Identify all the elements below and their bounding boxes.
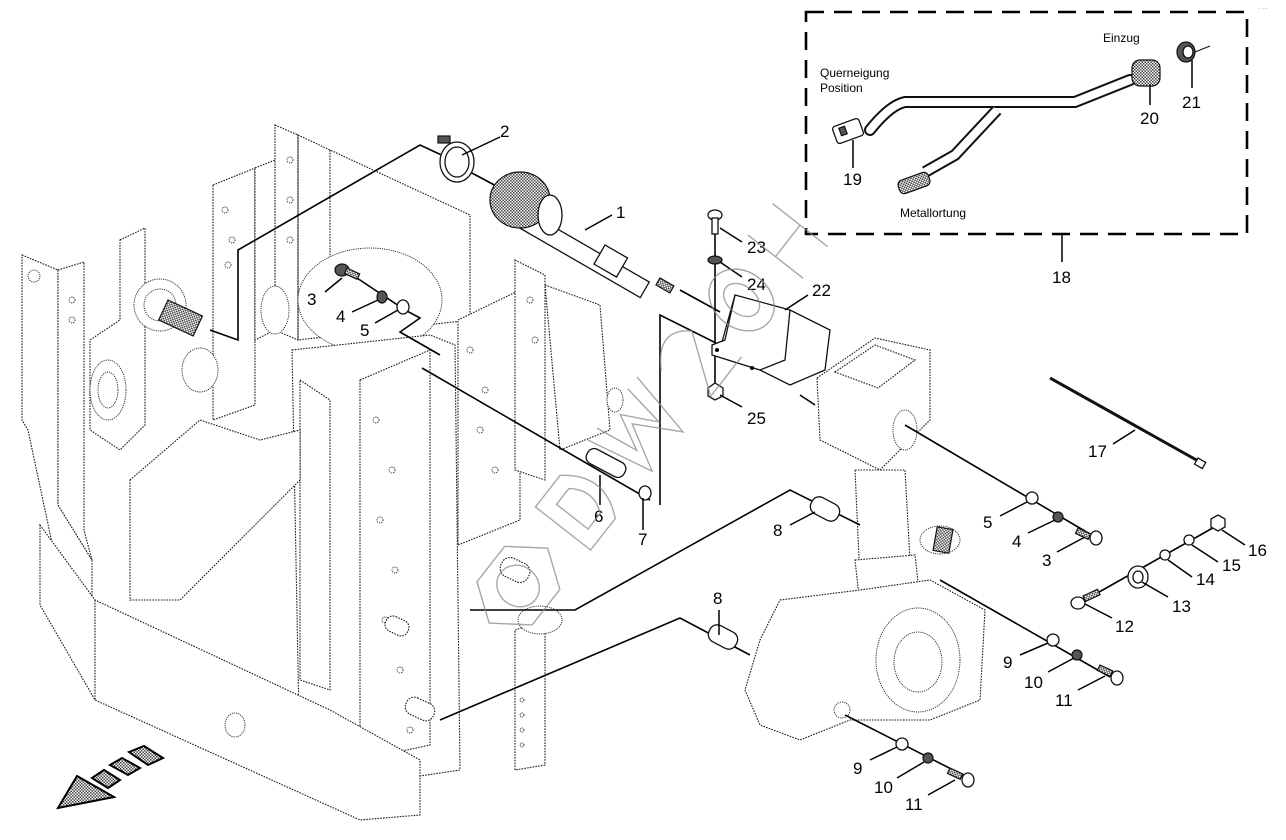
- part-washer-4-left: [376, 290, 388, 304]
- callout-numbers: 2 1 3 4 5 23 24 22 25 6 7 8 8 5 4 3 9 10…: [307, 93, 1267, 814]
- part-spacer-8-upper: [809, 496, 841, 522]
- callout-12: 12: [1115, 617, 1134, 636]
- callout-10-lower: 10: [874, 778, 893, 797]
- label-position: Position: [820, 81, 863, 95]
- callout-9-upper: 9: [1003, 653, 1012, 672]
- part-cable-tie-17: [1049, 376, 1207, 470]
- callout-2: 2: [500, 122, 509, 141]
- frame-pin: [384, 557, 531, 722]
- callout-21: 21: [1182, 93, 1201, 112]
- connector-19: [831, 117, 865, 145]
- callout-25: 25: [747, 409, 766, 428]
- callout-20: 20: [1140, 109, 1159, 128]
- callout-3: 3: [307, 290, 316, 309]
- callout-22: 22: [812, 281, 831, 300]
- inset-dashed-box: [804, 10, 1249, 236]
- inset-cable-harness: Querneigung Position Einzug Metallortung: [804, 10, 1249, 236]
- label-einzug: Einzug: [1103, 31, 1140, 45]
- connector-20: [1131, 59, 1161, 87]
- direction-arrow-icon: [55, 744, 166, 810]
- part-washer-9-upper: [1046, 633, 1060, 647]
- callout-3-right: 3: [1042, 551, 1051, 570]
- callout-17: 17: [1088, 442, 1107, 461]
- part-washer-14: [1159, 549, 1171, 561]
- part-washer-7: [638, 485, 652, 501]
- callout-15: 15: [1222, 556, 1241, 575]
- part-washer-9-lower: [895, 737, 909, 751]
- callout-18: 18: [1052, 268, 1071, 287]
- part-bolt-11-upper: [1096, 664, 1124, 686]
- callout-16: 16: [1248, 541, 1267, 560]
- part-washer-4-right: [1052, 511, 1064, 523]
- callout-23: 23: [747, 238, 766, 257]
- part-washer-10-upper: [1071, 649, 1083, 661]
- callout-24: 24: [747, 275, 766, 294]
- part-bolt-3-right: [1074, 527, 1103, 546]
- part-bushing-6: [585, 447, 627, 479]
- part-clip-13: [1127, 565, 1149, 589]
- callout-5-right: 5: [983, 513, 992, 532]
- corner-mark: ·· ···: [1258, 6, 1268, 12]
- gearbox-assembly: [744, 337, 986, 741]
- callout-5: 5: [360, 321, 369, 340]
- callout-4-right: 4: [1012, 532, 1021, 551]
- callout-13: 13: [1172, 597, 1191, 616]
- part-washer-24: [707, 255, 723, 265]
- callout-4: 4: [336, 307, 345, 326]
- plug-21: [1176, 41, 1211, 63]
- callout-8-lower: 8: [713, 589, 722, 608]
- part-bolt-3-left: [334, 263, 361, 281]
- part-bolt-23: [707, 209, 723, 235]
- callout-9-lower: 9: [853, 759, 862, 778]
- part-shaft-with-bellows: [489, 171, 675, 299]
- part-nut-16: [1210, 514, 1226, 532]
- watermark: [476, 203, 829, 626]
- part-washer-5-right: [1025, 491, 1039, 505]
- part-nut-25: [707, 382, 724, 401]
- part-screw-12: [1070, 588, 1101, 610]
- main-frame: [21, 124, 624, 821]
- sensor-metallortung: [897, 171, 931, 195]
- callout-14: 14: [1196, 570, 1215, 589]
- label-querneigung: Querneigung: [820, 66, 889, 80]
- part-washer-5-left: [396, 299, 410, 315]
- callout-7: 7: [638, 530, 647, 549]
- label-metallortung: Metallortung: [900, 206, 966, 220]
- callout-1: 1: [616, 203, 625, 222]
- callout-6: 6: [594, 507, 603, 526]
- callout-11-lower: 11: [905, 795, 923, 814]
- callout-10-upper: 10: [1024, 673, 1043, 692]
- callout-19: 19: [843, 170, 862, 189]
- callout-leaders: [324, 60, 1246, 796]
- part-washer-10-lower: [922, 752, 934, 764]
- part-guard: [711, 294, 831, 386]
- part-washer-15: [1183, 534, 1195, 546]
- frame-left-arm: [21, 254, 93, 612]
- callout-8-upper: 8: [773, 521, 782, 540]
- callout-11-upper: 11: [1055, 691, 1073, 710]
- part-bolt-11-lower: [946, 767, 975, 788]
- part-spacer-8-lower: [707, 624, 739, 650]
- part-hose-clamp: [437, 135, 475, 183]
